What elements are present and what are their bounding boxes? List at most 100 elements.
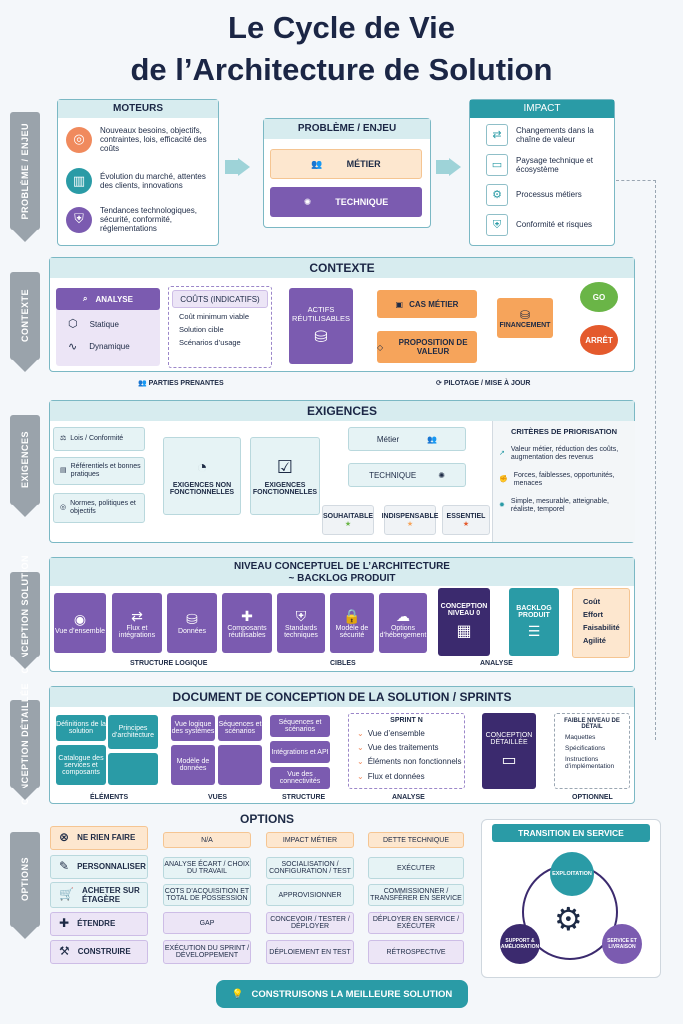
contexte-title: CONTEXTE xyxy=(50,258,634,278)
option-personnaliser: ✎PERSONNALISER xyxy=(50,855,148,879)
monitor-icon: ▭ xyxy=(501,752,517,769)
couts-group: COÛTS (INDICATIFS) Coût minimum viable S… xyxy=(168,286,272,368)
cas-metier-box: ▣CAS MÉTIER xyxy=(377,290,477,318)
arrow-body xyxy=(225,160,239,174)
cube-icon: ⬡ xyxy=(68,318,78,330)
label-vues: VUES xyxy=(208,794,228,801)
wand-icon: ✎ xyxy=(59,859,70,874)
tile-composants: ✚Composants réutilisables xyxy=(222,593,272,653)
vue-tile xyxy=(218,745,262,785)
backlog-box: BACKLOG PRODUIT☰ xyxy=(509,588,559,656)
detail-title: DOCUMENT DE CONCEPTION DE LA SOLUTION / … xyxy=(50,687,634,707)
vue-modele: Modèle de données xyxy=(171,745,215,785)
option-construire: ⚒CONSTRUIRE xyxy=(50,940,148,964)
ex-technique-box: TECHNIQUE✺ xyxy=(348,463,466,487)
people-icon: 👥 xyxy=(138,380,149,387)
label-analyse: ANALYSE xyxy=(480,660,513,667)
feedback-line xyxy=(616,180,656,181)
exigences-title: EXIGENCES xyxy=(50,401,634,421)
stage-probleme: PROBLÈME / ENJEU xyxy=(10,112,40,242)
coins-icon: ⛁ xyxy=(519,307,531,322)
faible-item: Spécifications xyxy=(565,745,606,752)
technique-box: ✺TECHNIQUE xyxy=(270,187,422,217)
source-item: ◎Normes, politiques et objectifs xyxy=(53,493,145,523)
conceptuel-panel: NIVEAU CONCEPTUEL DE L’ARCHITECTURE~ BAC… xyxy=(49,557,635,672)
gear-icon: ⚙ xyxy=(554,901,583,937)
stage-conception-detaillee: CONCEPTION DÉTAILLÉE xyxy=(10,683,40,805)
vue-logique: Vue logique des systèmes xyxy=(171,715,215,741)
niveau0-box: CONCEPTION NIVEAU 0▦ xyxy=(438,588,490,656)
option-cell: RÉTROSPECTIVE xyxy=(368,940,464,964)
source-item: ⚖Lois / Conformité xyxy=(53,427,145,451)
arrow-right-icon xyxy=(449,158,461,176)
sprint-item: ⌄Flux et données xyxy=(357,771,425,781)
couts-item: Coût minimum viable xyxy=(179,312,250,321)
option-cell: DÉPLOIEMENT EN TEST xyxy=(266,940,354,964)
couts-item: Solution cible xyxy=(179,325,224,334)
conception-detaillee-box: CONCEPTION DÉTAILLÉE▭ xyxy=(482,713,536,789)
option-cell: COTS D’ACQUISITION ET TOTAL DE POSSESSIO… xyxy=(163,884,251,906)
structure-connectivites: Vue des connectivités xyxy=(270,767,330,789)
process-icon: ⚙ xyxy=(486,184,508,206)
database-icon: ⛁ xyxy=(186,611,198,627)
criteres-title: CRITÈRES DE PRIORISATION xyxy=(510,427,618,436)
scale-icon: ⚖ xyxy=(60,434,67,442)
title-line-2: de l’Architecture de Solution xyxy=(130,52,553,87)
label-optionnel: OPTIONNEL xyxy=(572,794,613,801)
enf-box: ◔EXIGENCES NON FONCTIONNELLES xyxy=(163,437,241,515)
criteria-item: Coût xyxy=(583,597,601,606)
prio-indispensable: INDISPENSABLE★ xyxy=(382,505,438,535)
sprint-item: ⌄Vue d’ensemble xyxy=(357,729,425,738)
criteria-item: Agilité xyxy=(583,636,606,645)
prio-souhaitable: SOUHAITABLE★ xyxy=(322,505,374,535)
tile-flux: ⇄Flux et intégrations xyxy=(112,593,162,653)
option-cell: DETTE TECHNIQUE xyxy=(368,832,464,848)
critere-item: ✹Simple, mesurable, atteignable, réalist… xyxy=(499,498,609,514)
tile-vue: ◉Vue d’ensemble xyxy=(54,593,106,653)
structure-integrations: Intégrations et API xyxy=(270,741,330,763)
option-cell: SOCIALISATION / CONFIGURATION / TEST xyxy=(266,857,354,879)
shield-check-icon: ⛨ xyxy=(486,214,508,236)
footer-banner: 💡CONSTRUISONS LA MEILLEURE SOLUTION xyxy=(216,980,468,1008)
label-structure: STRUCTURE LOGIQUE xyxy=(130,660,208,667)
impact-item: ⇄Changements dans la chaîne de valeur xyxy=(486,124,612,146)
sprint-group: SPRINT N ⌄Vue d’ensemble ⌄Vue des traite… xyxy=(348,713,465,789)
vue-sequences: Séquences et scénarios xyxy=(218,715,262,741)
faible-item: Instructions d’implémentation xyxy=(565,756,615,770)
criteria-item: Effort xyxy=(583,610,603,619)
shield-icon: ⛨ xyxy=(295,607,307,624)
label-analyse-detail: ANALYSE xyxy=(392,794,425,801)
criteres-group: CRITÈRES DE PRIORISATION ↗Valeur métier,… xyxy=(492,421,635,542)
exigences-panel: EXIGENCES ⚖Lois / Conformité ▤Référentie… xyxy=(49,400,635,543)
trend-icon: ↗ xyxy=(499,450,505,458)
analyse-group: ⌕ANALYSE ⬡Statique ∿Dynamique xyxy=(56,288,160,366)
gauge-icon: ◔ xyxy=(196,456,208,477)
go-circle: GO xyxy=(580,282,618,312)
source-item: ▤Référentiels et bonnes pratiques xyxy=(53,457,145,485)
network-icon: ✺ xyxy=(303,196,312,207)
pilotage-label: ⟳ PILOTAGE / MISE À JOUR xyxy=(436,380,531,387)
cart-icon: 🛒 xyxy=(59,887,74,902)
forbidden-icon: ⊗ xyxy=(59,830,70,845)
conceptuel-title: NIVEAU CONCEPTUEL DE L’ARCHITECTURE~ BAC… xyxy=(50,558,634,586)
moteurs-title: MOTEURS xyxy=(58,100,218,118)
contexte-panel: CONTEXTE ⌕ANALYSE ⬡Statique ∿Dynamique C… xyxy=(49,257,635,372)
ef-box: ☑EXIGENCES FONCTIONNELLES xyxy=(250,437,320,515)
stage-exigences: EXIGENCES xyxy=(10,415,40,517)
impact-title: IMPACT xyxy=(470,100,614,118)
tile-securite: 🔒Modèle de sécurité xyxy=(330,593,374,653)
impact-item: ⚙Processus métiers xyxy=(486,184,612,206)
puzzle-icon: ✚ xyxy=(241,607,253,624)
moteur-item: ▥ Évolution du marché, attentes des clie… xyxy=(66,168,216,194)
element-principes: Principes d’architecture xyxy=(108,715,158,749)
transition-title: TRANSITION EN SERVICE xyxy=(492,824,650,842)
tools-icon: ⚒ xyxy=(59,944,70,959)
option-cell: N/A xyxy=(163,832,251,848)
label-structure-detail: STRUCTURE xyxy=(282,794,326,801)
faible-group: FAIBLE NIVEAU DE DÉTAIL Maquettes Spécif… xyxy=(554,713,630,789)
support-circle: SUPPORT & AMÉLIORATION xyxy=(500,924,540,964)
stage-options: OPTIONS xyxy=(10,832,40,939)
shield-icon: ⛨ xyxy=(66,206,92,233)
blueprint-icon: ▦ xyxy=(456,623,472,640)
star-icon: ★ xyxy=(406,520,414,528)
